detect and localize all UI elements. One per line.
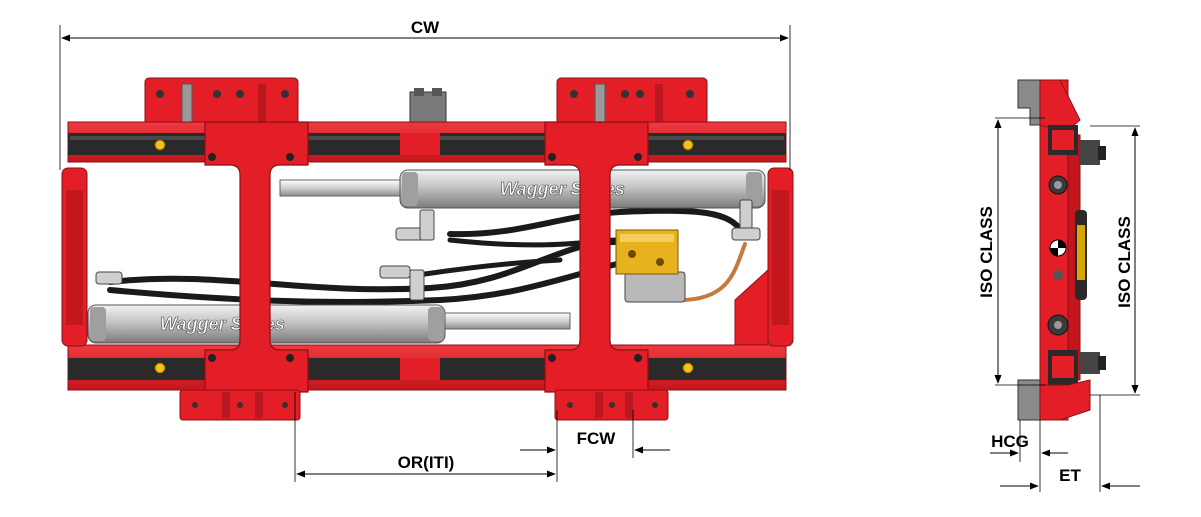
et-label: ET	[1059, 466, 1081, 485]
bottom-rail	[67, 344, 787, 391]
dimension-iso-class-left: ISO CLASS	[977, 117, 1045, 386]
cw-label: CW	[411, 18, 440, 37]
iso-class-left-label: ISO CLASS	[977, 206, 996, 298]
dimension-or-iti: OR(ITI)	[294, 392, 558, 482]
cylinder-rods	[279, 179, 571, 330]
left-fork-carrier	[179, 121, 309, 421]
hcg-label: HCG	[991, 432, 1029, 451]
end-plates	[61, 167, 794, 347]
right-fork-carrier	[544, 121, 669, 421]
side-view: ISO CLASS ISO CLASS HCG ET	[977, 79, 1140, 492]
dimension-cw: CW	[59, 18, 791, 170]
manifold-valve	[615, 229, 679, 275]
fcw-label: FCW	[577, 429, 617, 448]
dimension-iso-class-right: ISO CLASS	[1090, 125, 1140, 396]
iso-class-right-label: ISO CLASS	[1115, 216, 1134, 308]
top-center-bolt-block	[409, 88, 447, 123]
top-hook-plates	[144, 77, 708, 127]
or-iti-label: OR(ITI)	[398, 453, 455, 472]
dimension-hcg: HCG	[990, 420, 1068, 462]
front-view: Wagger Series Wagger Series	[59, 18, 794, 482]
dimension-et: ET	[1000, 395, 1140, 492]
hose-fittings	[95, 199, 761, 303]
top-rail	[67, 121, 787, 163]
dimension-fcw: FCW	[520, 410, 670, 458]
